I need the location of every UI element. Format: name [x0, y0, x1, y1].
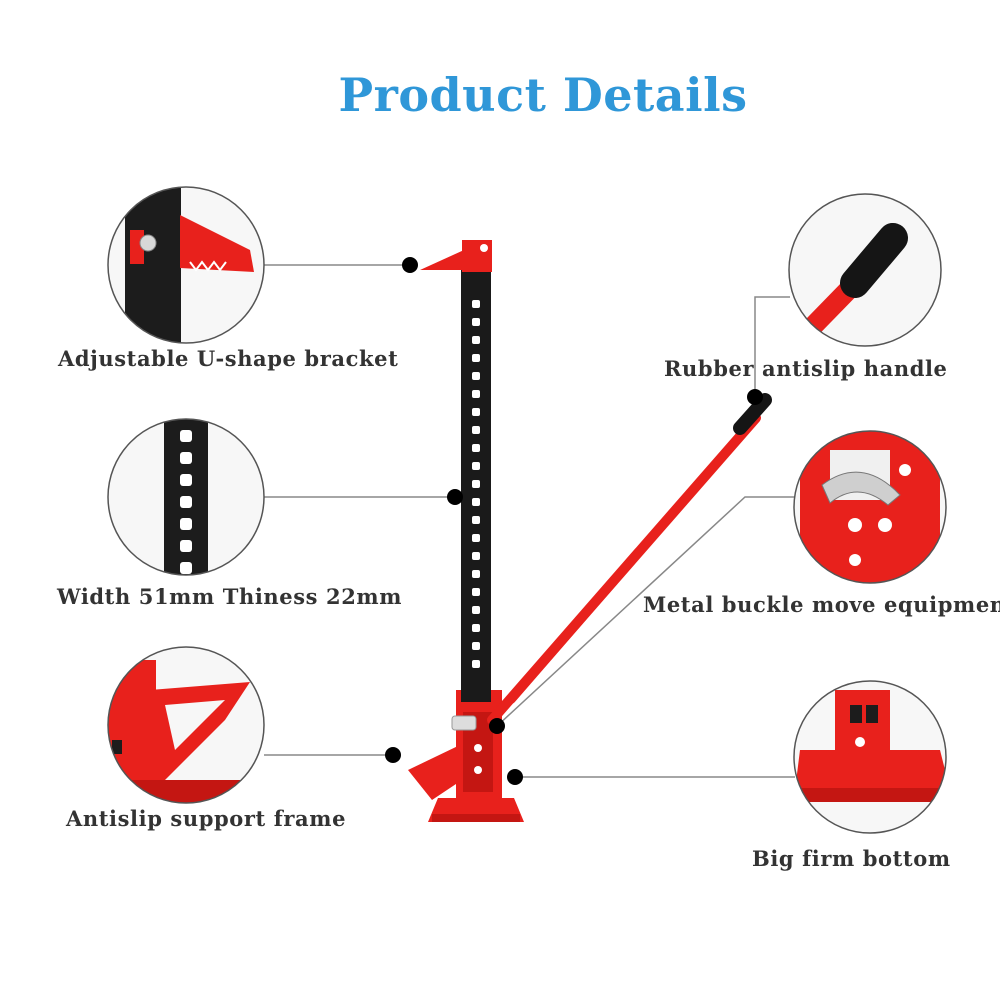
callout-dots	[385, 257, 763, 785]
label-firm-bottom: Big firm bottom	[752, 846, 951, 871]
label-bar-width: Width 51mm Thiness 22mm	[57, 584, 403, 609]
label-adjustable-bracket: Adjustable U-shape bracket	[58, 346, 399, 371]
bracket-closeup	[107, 186, 265, 344]
bottom-closeup	[793, 680, 947, 834]
page-title: Product Details	[338, 68, 748, 122]
label-support-frame: Antislip support frame	[66, 806, 347, 831]
frame-closeup	[107, 646, 265, 804]
bar-holes	[472, 300, 480, 668]
handle-grip-closeup	[788, 193, 942, 347]
leader-lines	[264, 264, 797, 778]
buckle-closeup	[793, 430, 947, 584]
jack-main	[408, 240, 772, 822]
bar-closeup	[107, 418, 265, 576]
label-metal-buckle: Metal buckle move equipment	[643, 592, 1000, 617]
label-rubber-handle: Rubber antislip handle	[664, 356, 948, 381]
